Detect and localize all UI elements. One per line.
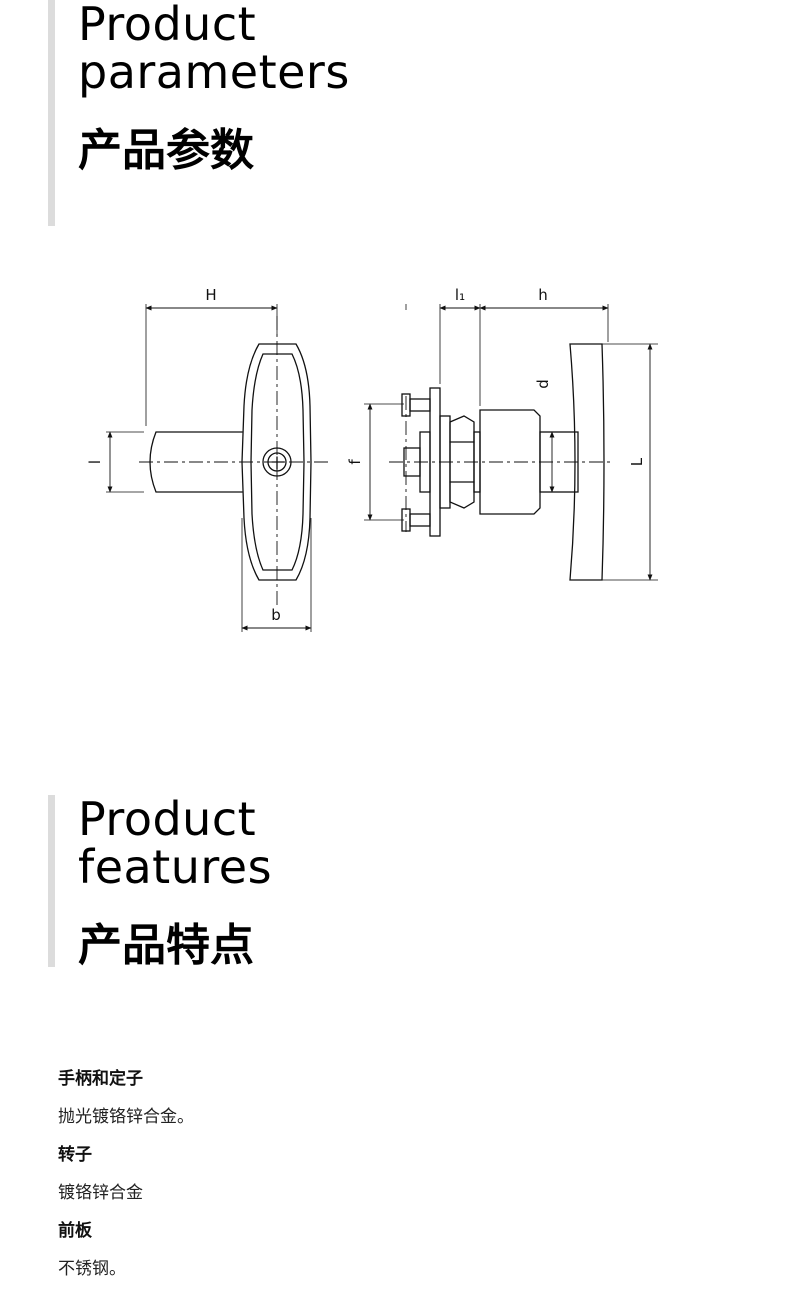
nut — [449, 415, 475, 509]
features-title-en-line1: Product — [78, 792, 257, 846]
technical-drawing: H l b l₁ h d f L — [86, 286, 658, 632]
dim-label-h: h — [538, 286, 548, 304]
front-handle — [241, 343, 312, 581]
dim-label-L: L — [628, 457, 646, 466]
parameters-title-en-line2: parameters — [78, 45, 350, 99]
dim-label-b: b — [271, 606, 281, 624]
handle-neck-cone — [479, 409, 541, 515]
features-title-cn: 产品特点 — [78, 920, 254, 971]
dim-label-H: H — [205, 286, 216, 304]
dim-label-l: l — [86, 460, 104, 464]
feature-title-front-plate: 前板 — [58, 1221, 92, 1241]
features-heading: Product features 产品特点 — [48, 792, 273, 971]
parameters-title-en-line1: Product — [78, 0, 257, 51]
dim-label-f: f — [346, 459, 364, 465]
feature-title-handle-stator: 手柄和定子 — [58, 1069, 143, 1089]
feature-title-rotor: 转子 — [58, 1145, 92, 1165]
parameters-title-cn: 产品参数 — [78, 125, 254, 176]
parameters-heading: Product parameters 产品参数 — [48, 0, 350, 226]
features-title-en-line2: features — [78, 840, 273, 894]
dim-label-d: d — [534, 379, 552, 389]
dim-label-l1: l₁ — [455, 286, 465, 304]
feature-desc-front-plate: 不锈钢。 — [58, 1259, 126, 1279]
feature-desc-handle-stator: 抛光镀铬锌合金。 — [58, 1107, 194, 1127]
features-list: 手柄和定子 抛光镀铬锌合金。 转子 镀铬锌合金 前板 不锈钢。 — [58, 1068, 758, 1296]
feature-desc-rotor: 镀铬锌合金 — [58, 1183, 143, 1203]
